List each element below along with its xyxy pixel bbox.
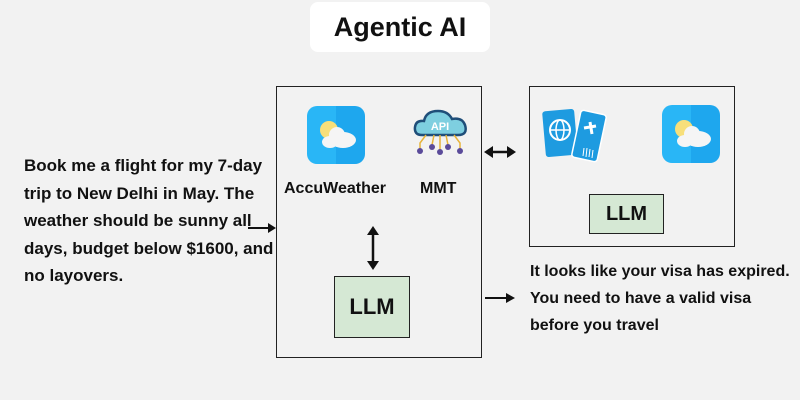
arrow-tools-llm	[367, 226, 379, 270]
llm-label: LLM	[605, 202, 648, 225]
passport-ticket-icon	[542, 108, 607, 163]
llm-box-external: LLM	[589, 194, 664, 234]
arrow-agent-to-response	[485, 293, 515, 303]
arrow-agent-external	[484, 146, 516, 158]
llm-label: LLM	[349, 294, 395, 319]
title-card: Agentic AI	[310, 2, 490, 52]
diagram-title: Agentic AI	[333, 11, 467, 42]
api-cloud-icon: API	[413, 109, 467, 155]
user-prompt: Book me a flight for my 7-day trip to Ne…	[24, 156, 274, 285]
tool-label-mmt: MMT	[420, 180, 457, 197]
tool-label-accuweather: AccuWeather	[284, 180, 386, 197]
weather-app-icon	[307, 106, 365, 164]
weather-app-icon	[662, 105, 720, 163]
agent-response: It looks like your visa has expired. You…	[530, 263, 790, 334]
svg-text:API: API	[431, 121, 449, 133]
llm-box-agent: LLM	[334, 276, 410, 338]
arrow-prompt-to-agent	[248, 223, 276, 233]
